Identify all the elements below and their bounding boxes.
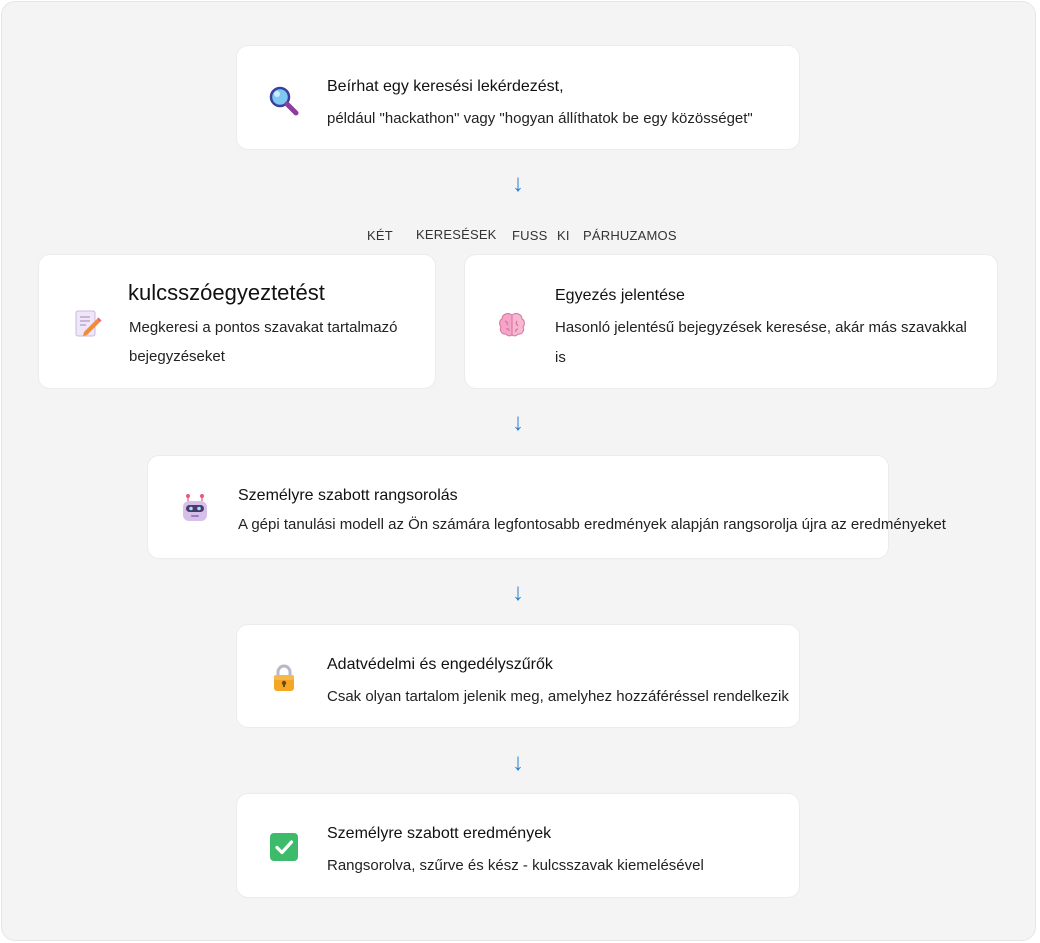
step-results-card: [236, 793, 800, 898]
step-results-title: Személyre szabott eredmények: [327, 825, 552, 842]
document-pencil-icon: [71, 308, 103, 340]
step-privacy-card: [236, 624, 800, 728]
step-privacy-description: Csak olyan tartalom jelenik meg, amelyhe…: [327, 688, 789, 705]
step-keyword-description-line-1: Megkeresi a pontos szavakat tartalmazó: [129, 319, 398, 336]
flow-arrow-2: ↓: [512, 409, 524, 436]
step-semantic-description-line-1: Hasonló jelentésű bejegyzések keresése, …: [555, 319, 967, 336]
step-keyword-card: [38, 254, 436, 389]
step-privacy-title: Adatvédelmi és engedélyszűrők: [327, 656, 553, 673]
parallel-banner-word-3: FUSS: [512, 228, 548, 243]
step-query-card: [236, 45, 800, 150]
step-semantic-card: [464, 254, 998, 389]
step-query-description: például "hackathon" vagy "hogyan állítha…: [327, 110, 753, 127]
brain-icon: [496, 309, 528, 341]
magnifier-icon: [267, 84, 299, 116]
step-semantic-description-line-2: is: [555, 349, 566, 366]
step-semantic-title: Egyezés jelentése: [555, 287, 685, 304]
checkmark-icon: [268, 831, 300, 863]
step-query-title: Beírhat egy keresési lekérdezést,: [327, 78, 564, 95]
parallel-banner-word-2: KERESÉSEK: [416, 227, 497, 242]
step-ranking-title: Személyre szabott rangsorolás: [238, 487, 458, 504]
parallel-banner-word-1: KÉT: [367, 228, 393, 243]
step-ranking-card: [147, 455, 889, 559]
robot-icon: [179, 492, 211, 524]
lock-icon: [268, 661, 300, 693]
flow-arrow-1: ↓: [512, 170, 524, 197]
step-keyword-title: kulcsszóegyeztetést: [128, 280, 325, 305]
flow-arrow-4: ↓: [512, 749, 524, 776]
step-results-description: Rangsorolva, szűrve és kész - kulcsszava…: [327, 857, 704, 874]
flow-arrow-3: ↓: [512, 579, 524, 606]
step-keyword-description-line-2: bejegyzéseket: [129, 348, 225, 365]
parallel-banner-word-4: KI: [557, 228, 570, 243]
step-ranking-description: A gépi tanulási modell az Ön számára leg…: [238, 516, 946, 533]
parallel-banner-word-5: PÁRHUZAMOS: [583, 228, 677, 243]
